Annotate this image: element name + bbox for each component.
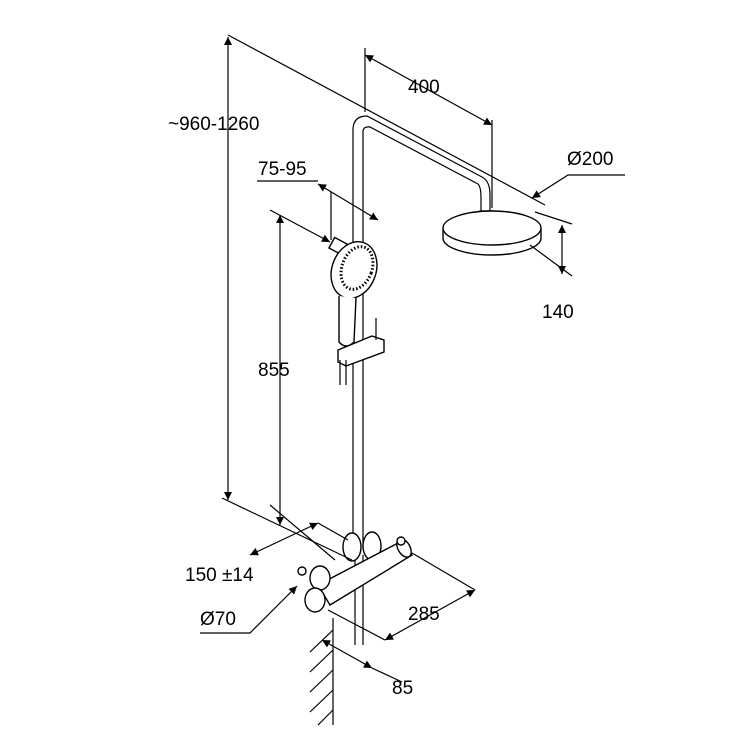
wall-distance-label: 85 — [392, 678, 414, 699]
holder-adjust-label: 75-95 — [258, 159, 307, 180]
overhead-shower-head — [442, 210, 542, 256]
mixer-width-label: 285 — [408, 604, 440, 625]
hand-shower — [328, 236, 385, 385]
head-height-label: 140 — [542, 302, 574, 323]
inlet-diameter-label: Ø70 — [200, 609, 236, 630]
wall — [309, 618, 334, 726]
arm-length-label: 400 — [408, 77, 440, 98]
total-height-label: ~960-1260 — [168, 114, 260, 135]
inlet-spacing-label: 150 ±14 — [185, 565, 254, 586]
dimension-lines — [200, 34, 625, 683]
thermostatic-mixer — [297, 531, 414, 613]
head-diameter-label: Ø200 — [567, 149, 614, 170]
hand-shower-height-label: 855 — [258, 360, 290, 381]
